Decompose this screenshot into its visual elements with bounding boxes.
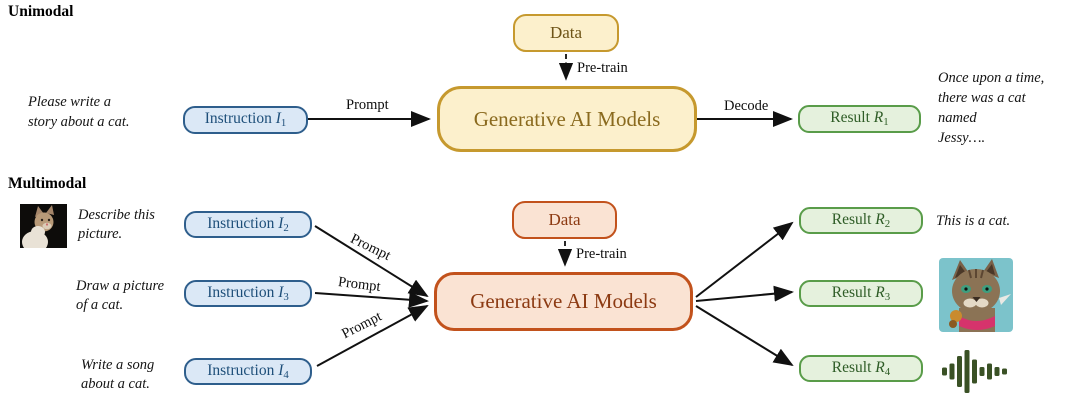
- input-line: Write a song: [81, 357, 155, 373]
- result-sub: 3: [884, 291, 891, 304]
- input-line: about a cat.: [81, 376, 150, 392]
- instruction-label: Instruction: [207, 283, 275, 301]
- generative-ai-models-box-unimodal: Generative AI Models: [437, 86, 697, 152]
- result-arrow-4: [695, 305, 794, 367]
- instruction-var: I: [278, 361, 284, 379]
- result-r1-box: Result R1: [798, 105, 921, 133]
- prompt-label-2: Prompt: [347, 230, 394, 264]
- result-arrow-3: [695, 285, 794, 302]
- instruction-sub: 3: [283, 291, 289, 304]
- result-var: R: [873, 109, 884, 127]
- result-var: R: [875, 283, 885, 301]
- result-sub: 4: [884, 366, 891, 379]
- unimodal-output-line: Jessy….: [938, 130, 986, 146]
- instruction-i3-box: Instruction I3: [184, 280, 312, 307]
- data-label: Data: [548, 210, 581, 229]
- result-sub: 2: [884, 218, 891, 231]
- input-line: Describe this: [78, 207, 155, 223]
- data-box-unimodal: Data: [513, 14, 619, 52]
- instruction-var: I: [278, 214, 284, 232]
- pretrain-label-1: Pre-train: [577, 60, 628, 76]
- generative-ai-models-box-multimodal: Generative AI Models: [434, 272, 693, 331]
- multimodal-input-text-1: Describe this picture.: [78, 206, 178, 244]
- model-label: Generative AI Models: [470, 289, 657, 313]
- instruction-var: I: [278, 283, 284, 301]
- unimodal-output-line: Once upon a time,: [938, 70, 1045, 86]
- result-sub: 1: [883, 116, 889, 129]
- input-line: Draw a picture: [76, 278, 165, 294]
- result-label: Result: [831, 283, 872, 301]
- instruction-i2-box: Instruction I2: [184, 211, 312, 238]
- multimodal-input-text-3: Write a song about a cat.: [81, 356, 181, 394]
- unimodal-output-line: named: [938, 110, 977, 126]
- result-var: R: [875, 210, 885, 228]
- instruction-var: I: [275, 110, 281, 128]
- decode-label: Decode: [724, 98, 769, 114]
- result-var: R: [875, 358, 885, 376]
- instruction-sub: 2: [283, 222, 289, 235]
- instruction-label: Instruction: [207, 214, 275, 232]
- model-label: Generative AI Models: [473, 106, 661, 131]
- unimodal-input-line: story about a cat.: [28, 114, 130, 130]
- data-label: Data: [549, 23, 583, 42]
- audio-waveform-icon: [942, 349, 1008, 399]
- result-label: Result: [831, 210, 872, 228]
- instruction-i1-box: Instruction I1: [183, 106, 308, 134]
- input-line: picture.: [78, 226, 123, 242]
- data-box-multimodal: Data: [512, 201, 617, 239]
- instruction-label: Instruction: [204, 110, 272, 128]
- result-label: Result: [830, 109, 870, 127]
- unimodal-input-text: Please write a story about a cat.: [28, 92, 178, 132]
- result-arrow-2: [695, 221, 794, 298]
- prompt-label-1: Prompt: [346, 97, 389, 113]
- result-r3-box: Result R3: [799, 280, 923, 307]
- instruction-sub: 1: [280, 117, 287, 130]
- unimodal-input-line: Please write a: [28, 94, 111, 110]
- instruction-sub: 4: [283, 369, 289, 382]
- prompt-label-3: Prompt: [337, 274, 382, 296]
- result-r2-box: Result R2: [799, 207, 923, 234]
- cat-photo: [20, 204, 67, 253]
- instruction-label: Instruction: [207, 361, 275, 379]
- unimodal-section-label: Unimodal: [8, 3, 74, 20]
- result-label: Result: [831, 358, 872, 376]
- unimodal-output-text: Once upon a time, there was a cat named …: [938, 68, 1080, 148]
- generated-cat-image: [939, 258, 1013, 337]
- result-r4-box: Result R4: [799, 355, 923, 382]
- multimodal-output-text: This is a cat.: [936, 213, 1011, 229]
- pretrain-label-2: Pre-train: [576, 246, 627, 262]
- multimodal-section-label: Multimodal: [8, 175, 87, 192]
- instruction-i4-box: Instruction I4: [184, 358, 312, 385]
- unimodal-output-line: there was a cat: [938, 90, 1026, 106]
- multimodal-input-text-2: Draw a picture of a cat.: [76, 277, 186, 315]
- input-line: of a cat.: [76, 297, 124, 313]
- prompt-label-4: Prompt: [339, 308, 385, 343]
